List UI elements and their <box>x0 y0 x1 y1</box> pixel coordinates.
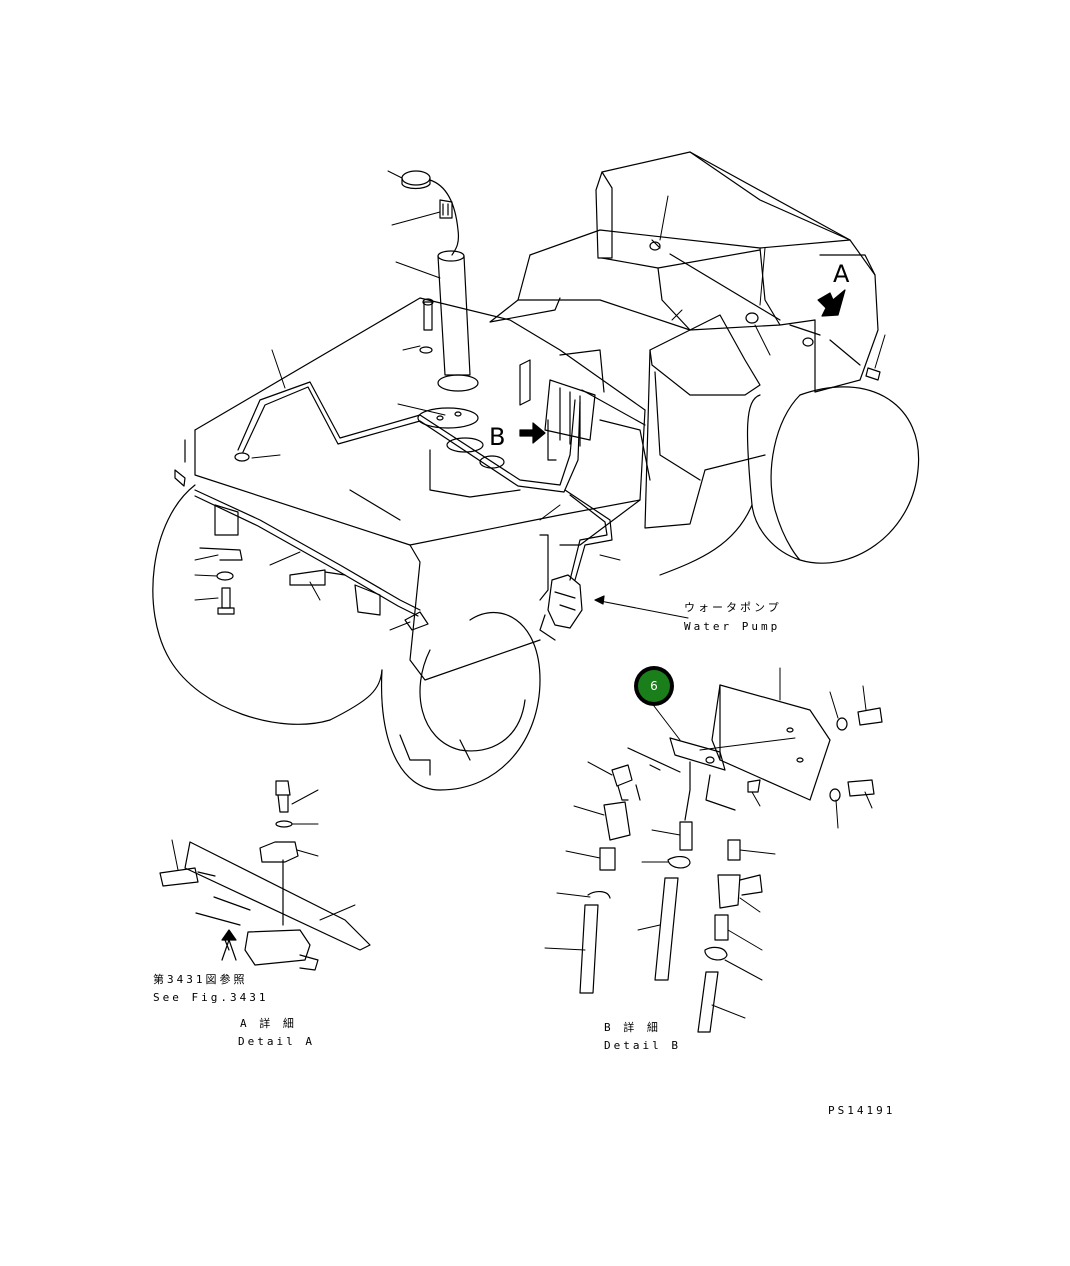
valve-block-center <box>519 359 596 461</box>
arrow-marks <box>519 289 846 444</box>
detail-a-title-en: Detail A <box>238 1035 315 1048</box>
rear-cab-outline <box>489 151 879 393</box>
detail-a-drawing <box>159 780 371 971</box>
leader-lines-detail-b <box>544 667 873 1019</box>
part-callout-number: 6 <box>638 670 670 702</box>
front-roller-drum <box>152 484 541 791</box>
water-tank-outline <box>194 297 651 681</box>
water-pipe-routing <box>234 381 613 581</box>
cab-harness <box>649 239 881 381</box>
fig-ref-label-en: See Fig.3431 <box>153 991 269 1004</box>
detail-b-drawing <box>579 684 883 1033</box>
water-pump-label-en: Water Pump <box>684 620 781 633</box>
view-arrow-label-a: A <box>833 260 850 288</box>
part-callout-6[interactable]: 6 <box>634 666 674 706</box>
view-arrow-label-b: B <box>489 423 506 451</box>
leader-lines-main <box>194 170 886 631</box>
left-side-pipe-bracket <box>174 439 429 631</box>
rear-wheel-outline <box>659 386 920 576</box>
detail-b-title-en: Detail B <box>604 1039 681 1052</box>
drawing-number: PS14191 <box>828 1104 896 1117</box>
detail-b-title-jp: B 詳 細 <box>604 1021 661 1034</box>
leader-lines-detail-a <box>171 789 356 921</box>
fig-ref-label-jp: 第3431図参照 <box>153 973 248 986</box>
detail-a-title-jp: A 詳 細 <box>240 1017 297 1030</box>
water-pump-assembly <box>539 534 689 641</box>
water-pump-label-jp: ウォータポンプ <box>684 601 782 614</box>
engine-hood-outline <box>559 314 766 529</box>
